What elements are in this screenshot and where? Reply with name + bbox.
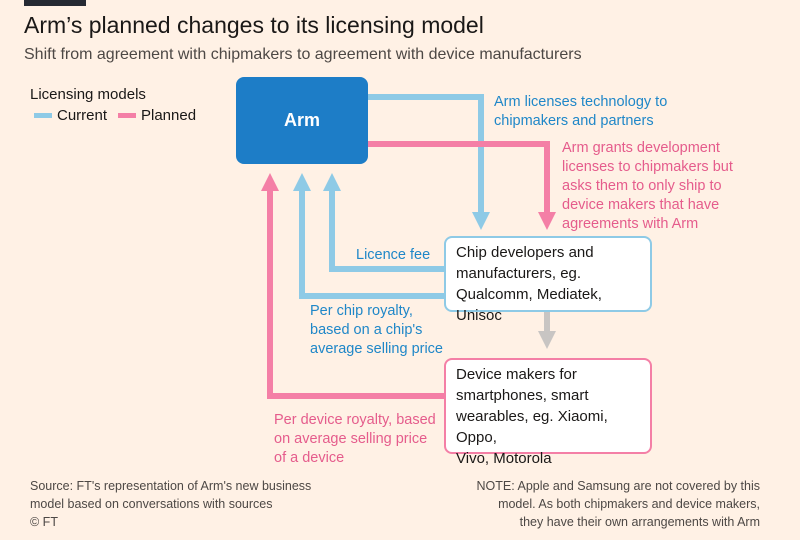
device-makers-line: smartphones, smart xyxy=(456,387,589,404)
label-per-chip-royalty: Per chip royalty, based on a chip's aver… xyxy=(310,302,443,359)
label-line: based on a chip's xyxy=(310,322,423,338)
label-line: agreements with Arm xyxy=(562,216,699,232)
label-line: Arm licenses technology to xyxy=(494,94,668,110)
device-makers-node: Device makers for smartphones, smart wea… xyxy=(444,358,652,467)
legend-item-planned: Planned xyxy=(118,107,196,124)
device-makers-line: Vivo, Motorola xyxy=(456,450,552,467)
label-arm-licenses: Arm licenses technology to chipmakers an… xyxy=(494,93,667,131)
label-line: Arm grants development xyxy=(562,140,720,156)
chipmakers-line: Chip developers and xyxy=(456,244,594,261)
legend-swatch-current xyxy=(34,113,52,118)
chipmakers-line: Qualcomm, Mediatek, Unisoc xyxy=(456,286,602,324)
arrow-per-chip-royalty xyxy=(293,173,444,299)
label-line: chipmakers and partners xyxy=(494,113,654,129)
arrow-arm-grants-planned xyxy=(368,141,556,230)
label-line: Per device royalty, based xyxy=(274,412,436,428)
page-title: Arm’s planned changes to its licensing m… xyxy=(24,12,484,38)
legend-title: Licensing models xyxy=(30,86,146,103)
label-per-device-royalty: Per device royalty, based on average sel… xyxy=(274,411,436,468)
label-line: asks them to only ship to xyxy=(562,178,722,194)
legend-label-current: Current xyxy=(57,107,108,124)
copyright: © FT xyxy=(30,515,58,529)
arm-node-label: Arm xyxy=(283,110,320,130)
footnote-line: model. As both chipmakers and device mak… xyxy=(498,497,760,511)
page-subtitle: Shift from agreement with chipmakers to … xyxy=(24,46,582,63)
source-line: model based on conversations with source… xyxy=(30,497,273,511)
label-line: device makers that have xyxy=(562,197,720,213)
label-line: licenses to chipmakers but xyxy=(562,159,733,175)
arrow-per-device-royalty xyxy=(261,173,444,399)
label-arm-grants: Arm grants development licenses to chipm… xyxy=(562,139,733,234)
footnote-line: NOTE: Apple and Samsung are not covered … xyxy=(476,479,761,493)
source-line: Source: FT's representation of Arm's new… xyxy=(30,479,312,493)
label-line: average selling price xyxy=(310,341,443,357)
arrow-arm-licenses-current xyxy=(368,94,490,230)
label-line: on average selling price xyxy=(274,431,428,447)
label-line: Per chip royalty, xyxy=(310,303,413,319)
label-line: of a device xyxy=(274,450,345,466)
legend-label-planned: Planned xyxy=(141,107,197,124)
device-makers-line: Device makers for xyxy=(456,366,577,383)
chipmakers-node: Chip developers and manufacturers, eg. Q… xyxy=(444,236,652,324)
source-note: Source: FT's representation of Arm's new… xyxy=(30,477,311,531)
legend-swatch-planned xyxy=(118,113,136,118)
ft-top-bar xyxy=(24,0,86,6)
footnote-line: they have their own arrangements with Ar… xyxy=(519,515,760,529)
arrow-licence-fee xyxy=(323,173,444,272)
device-makers-line: wearables, eg. Xiaomi, Oppo, xyxy=(456,408,608,446)
legend-item-current: Current xyxy=(34,107,107,124)
arm-node: Arm xyxy=(236,77,368,164)
footnote: NOTE: Apple and Samsung are not covered … xyxy=(477,477,761,531)
label-licence-fee: Licence fee xyxy=(356,247,431,263)
chipmakers-line: manufacturers, eg. xyxy=(456,265,582,282)
